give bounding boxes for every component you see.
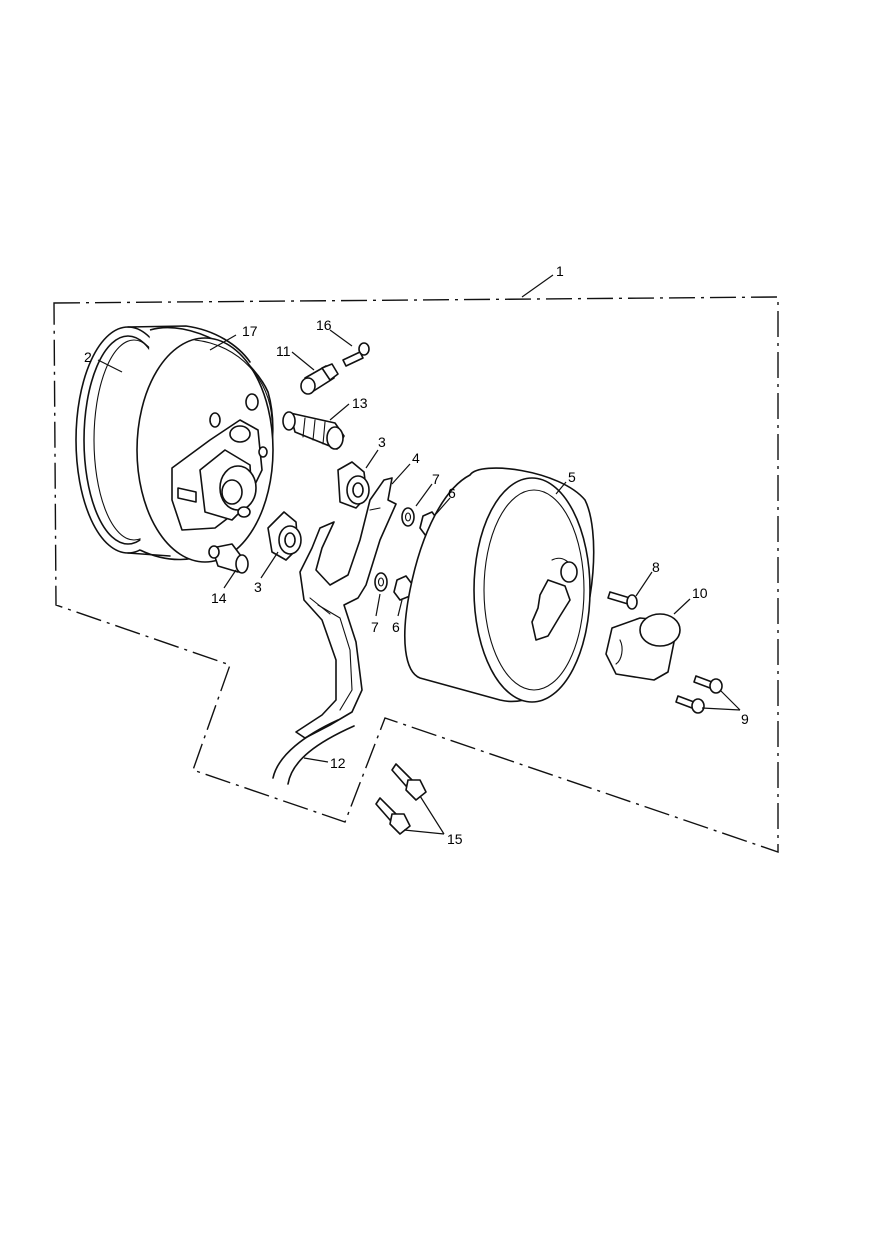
housing-screw bbox=[607, 591, 638, 610]
callout-3-upper: 3 bbox=[378, 434, 386, 450]
mounting-clamp bbox=[605, 613, 681, 681]
callout-4: 4 bbox=[412, 450, 420, 466]
callout-5: 5 bbox=[568, 469, 576, 485]
washer-upper bbox=[401, 507, 415, 527]
callout-16: 16 bbox=[316, 317, 332, 333]
callout-6-upper: 6 bbox=[448, 485, 456, 501]
callout-3-lower: 3 bbox=[254, 579, 262, 595]
clamp-screw-lower bbox=[675, 695, 705, 714]
flange-bolt-upper bbox=[391, 763, 427, 801]
grommet-upper bbox=[337, 461, 370, 509]
cable-adapter bbox=[282, 411, 345, 450]
instrument-housing bbox=[404, 467, 595, 703]
speedo-cable bbox=[272, 719, 355, 785]
instrument-body bbox=[75, 325, 274, 563]
callout-17: 17 bbox=[242, 323, 258, 339]
bulb-holder bbox=[300, 363, 339, 395]
leader-lines bbox=[97, 274, 741, 835]
callout-11: 11 bbox=[276, 343, 291, 359]
callout-14: 14 bbox=[211, 590, 227, 606]
mounting-bracket bbox=[295, 477, 397, 739]
clamp-screw-upper bbox=[693, 675, 723, 694]
callout-13: 13 bbox=[352, 395, 368, 411]
small-screw bbox=[342, 342, 370, 367]
grommet-lower bbox=[267, 511, 302, 561]
callout-12: 12 bbox=[330, 755, 346, 771]
callout-8: 8 bbox=[652, 559, 660, 575]
callout-1: 1 bbox=[556, 263, 564, 279]
callout-15: 15 bbox=[447, 831, 463, 847]
callout-9: 9 bbox=[741, 711, 749, 727]
kit-boundary-outline bbox=[53, 296, 779, 853]
callout-7-lower: 7 bbox=[371, 619, 379, 635]
callout-6-lower: 6 bbox=[392, 619, 400, 635]
callout-7-upper: 7 bbox=[432, 471, 440, 487]
warning-bulb bbox=[208, 543, 249, 574]
callout-2: 2 bbox=[84, 349, 92, 365]
washer-lower bbox=[374, 572, 388, 592]
flange-bolt-lower bbox=[375, 797, 411, 835]
callout-10: 10 bbox=[692, 585, 708, 601]
